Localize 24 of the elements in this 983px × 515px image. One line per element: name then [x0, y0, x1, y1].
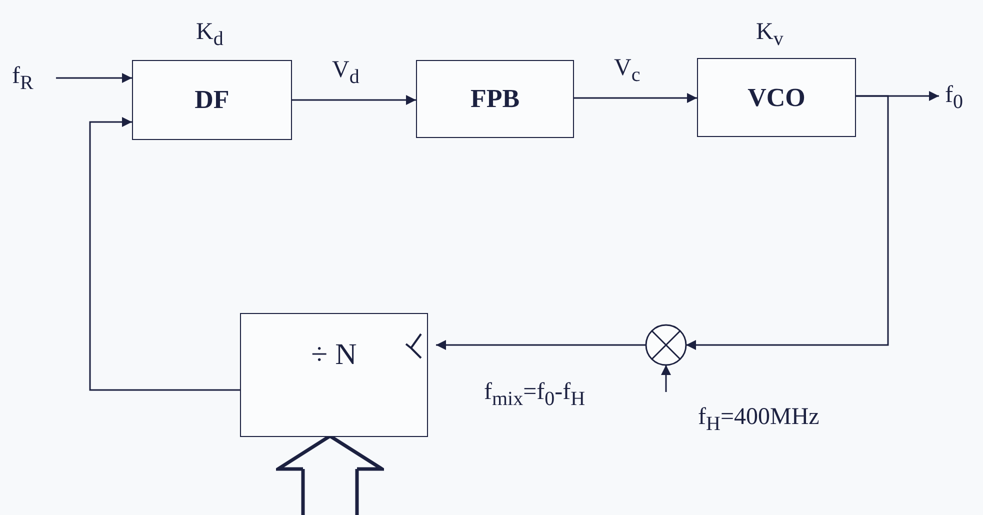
gain-label: K$_{v}$ [756, 20, 784, 49]
edge-label: V$_{d}$ [332, 58, 360, 87]
block-title: FPB [470, 84, 520, 114]
arrow [574, 93, 697, 103]
block [697, 58, 856, 137]
arrow [436, 340, 646, 350]
edge-label: V$_{c}$ [614, 56, 640, 85]
signal-label: f$_{R}$ [12, 64, 34, 93]
arrow [89, 117, 240, 391]
block-title: DF [194, 85, 230, 115]
arrow [292, 95, 416, 105]
gain-label: K$_{d}$ [196, 20, 224, 49]
block-title: ÷ N [311, 338, 357, 372]
block [240, 313, 428, 437]
mixer-symbol [645, 324, 687, 366]
arrow [56, 73, 132, 83]
edge-label: f$_{mix}$=f$_{0}$-f$_{H}$ [484, 380, 586, 409]
block [132, 60, 292, 140]
block-title: VCO [748, 82, 806, 112]
signal-label: f$_{H}$=400MHz [698, 405, 820, 434]
arrow [686, 95, 889, 350]
arrow [661, 365, 671, 392]
signal-label: f$_{0}$ [945, 83, 963, 112]
block [416, 60, 574, 138]
